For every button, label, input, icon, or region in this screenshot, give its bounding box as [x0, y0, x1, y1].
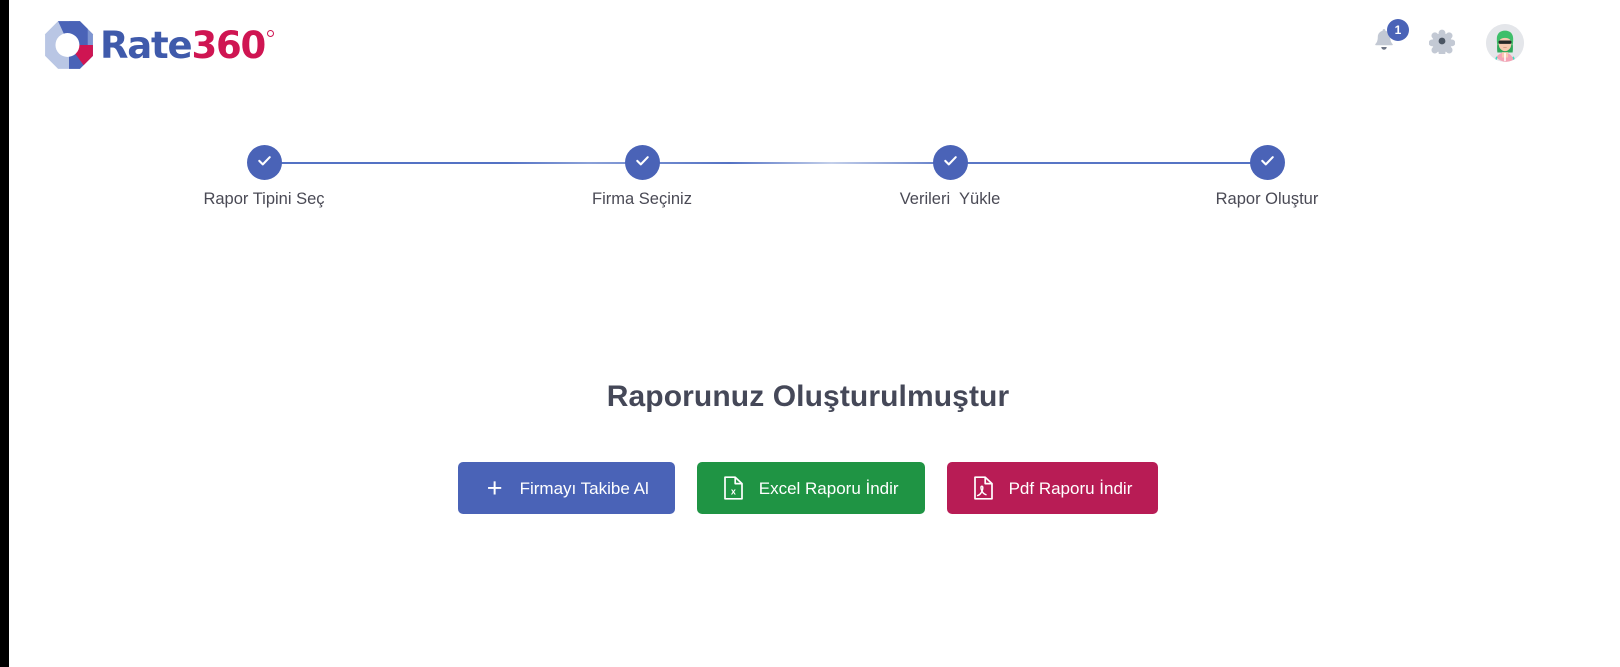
step-1-indicator[interactable] [246, 145, 282, 180]
step-1-label: Rapor Tipini Seç [203, 190, 325, 208]
plus-icon: + [486, 472, 503, 503]
brand-wordmark: Rate 360 [100, 23, 275, 67]
brand-degree-mark-icon [267, 29, 275, 37]
topbar-actions: 1 [1370, 19, 1524, 62]
avatar[interactable] [1486, 24, 1524, 62]
download-pdf-button[interactable]: Pdf Raporu İndir [946, 462, 1159, 514]
main-content: Raporunuz Oluşturulmuştur + Firmayı Taki… [9, 380, 1620, 514]
gear-icon [1428, 28, 1456, 59]
rate360-aperture-logo-icon [43, 19, 95, 71]
svg-text:x: x [731, 486, 736, 496]
brand-name-primary: Rate [100, 23, 193, 67]
notifications-button[interactable]: 1 [1370, 19, 1409, 58]
step-2-indicator[interactable] [624, 145, 660, 180]
stepper-step-1[interactable]: Rapor Tipini Seç [154, 145, 374, 209]
stepper-step-3[interactable]: Verileri Yükle [840, 145, 1060, 209]
step-3-indicator[interactable] [932, 145, 968, 180]
file-pdf-icon [973, 476, 995, 500]
step-2-label: Firma Seçiniz [592, 190, 692, 208]
check-icon [941, 151, 960, 175]
stepper-connector-line [264, 162, 1277, 164]
download-pdf-label: Pdf Raporu İndir [1008, 478, 1133, 498]
check-icon [633, 151, 652, 175]
step-4-label: Rapor Oluştur [1215, 190, 1319, 208]
step-3-label: Verileri Yükle [899, 190, 1001, 208]
top-bar: Rate 360 1 [9, 0, 1620, 92]
settings-button[interactable] [1428, 28, 1456, 58]
check-icon [1258, 151, 1277, 175]
follow-company-label: Firmayı Takibe Al [519, 478, 649, 498]
step-4-indicator[interactable] [1249, 145, 1285, 180]
notification-count-badge: 1 [1387, 19, 1409, 41]
follow-company-button[interactable]: + Firmayı Takibe Al [457, 462, 675, 514]
app-page: Rate 360 1 [9, 0, 1620, 667]
brand-name-secondary: 360 [191, 23, 266, 67]
page-title: Raporunuz Oluşturulmuştur [606, 380, 1010, 413]
report-actions: + Firmayı Takibe Al x Excel Raporu İndir [0, 462, 1620, 514]
download-excel-button[interactable]: x Excel Raporu İndir [696, 462, 925, 514]
check-icon [255, 151, 274, 175]
file-excel-icon: x [723, 476, 745, 500]
report-wizard-stepper: Rapor Tipini Seç Firma Seçiniz V [9, 145, 1620, 240]
stepper-step-2[interactable]: Firma Seçiniz [532, 145, 752, 209]
download-excel-label: Excel Raporu İndir [758, 478, 899, 498]
stepper-step-4[interactable]: Rapor Oluştur [1157, 145, 1377, 209]
left-edge-strip [0, 0, 9, 667]
brand-logo[interactable]: Rate 360 [43, 16, 275, 74]
